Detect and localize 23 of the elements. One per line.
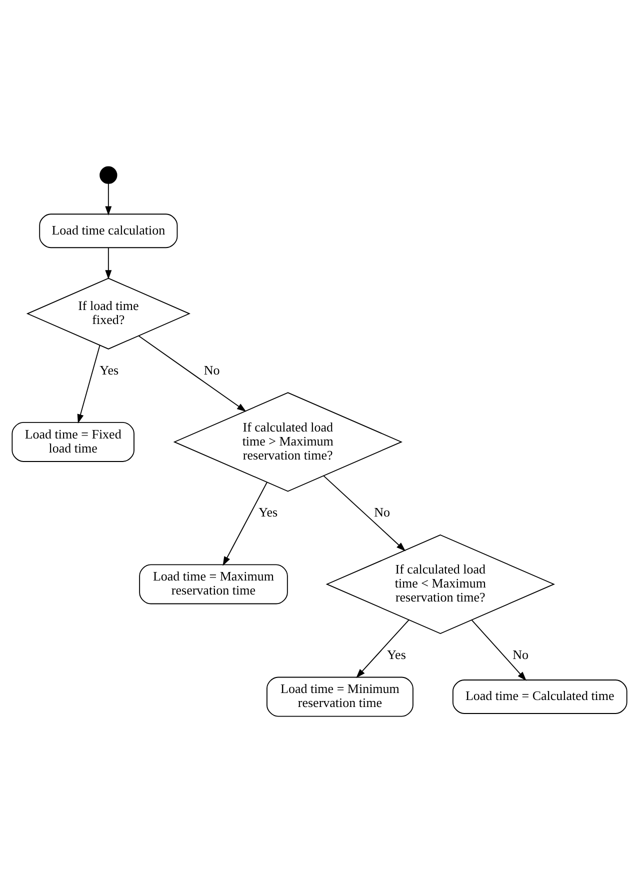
edge-label: Yes: [386, 646, 406, 662]
node-box: Load time = Minimum reservation time: [266, 676, 414, 716]
edge-label: No: [512, 646, 529, 662]
node-box: Load time = Calculated time: [452, 679, 628, 714]
edge-label: Yes: [258, 504, 278, 520]
node-box: Load time = Fixed load time: [12, 421, 134, 462]
node-diamond: If load time fixed?: [26, 277, 190, 349]
arrow: [105, 182, 112, 215]
arrow: [138, 335, 246, 412]
arrow: [471, 619, 526, 680]
node-circle: [100, 166, 118, 184]
edge-label: No: [204, 362, 220, 377]
arrow: [222, 481, 268, 566]
edge-label: No: [374, 504, 390, 520]
node-box: Load time = Maximum reservation time: [139, 564, 288, 604]
arrow: [77, 344, 100, 424]
arrow: [105, 246, 112, 279]
node-diamond: If calculated load time < Maximum reservation time?: [326, 534, 555, 634]
node-diamond: If calculated load time > Maximum reservation time?: [173, 392, 402, 492]
node-box: Load time calculation: [39, 213, 178, 248]
arrow: [356, 618, 410, 678]
arrow: [323, 474, 406, 551]
edge-label: Yes: [100, 362, 119, 377]
